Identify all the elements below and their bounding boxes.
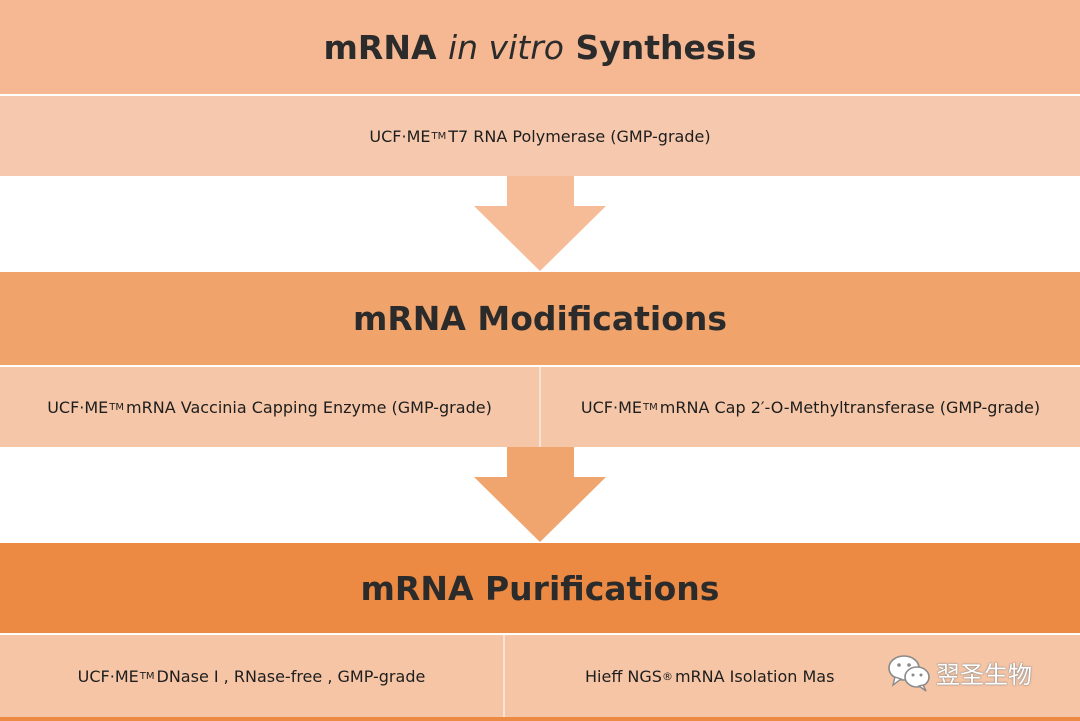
stage-3-title-bar: mRNA Purifications bbox=[0, 543, 1080, 633]
bottom-stripe bbox=[0, 717, 1080, 721]
stage-1-title-bar: mRNA in vitro Synthesis bbox=[0, 0, 1080, 94]
down-arrow-2 bbox=[474, 447, 606, 542]
wechat-icon bbox=[888, 655, 930, 692]
stage-2-title-bar: mRNA Modifications bbox=[0, 272, 1080, 365]
watermark: 翌圣生物 bbox=[886, 648, 1076, 696]
down-arrow-1 bbox=[474, 176, 606, 271]
product-mrna-isolation: Hieff NGS® mRNA Isolation Mas bbox=[503, 635, 1080, 717]
stage-1-title: mRNA in vitro Synthesis bbox=[323, 27, 757, 67]
stage-3-title: mRNA Purifications bbox=[360, 568, 720, 608]
watermark-text: 翌圣生物 bbox=[936, 660, 1032, 689]
stage-2-title: mRNA Modifications bbox=[352, 299, 728, 338]
